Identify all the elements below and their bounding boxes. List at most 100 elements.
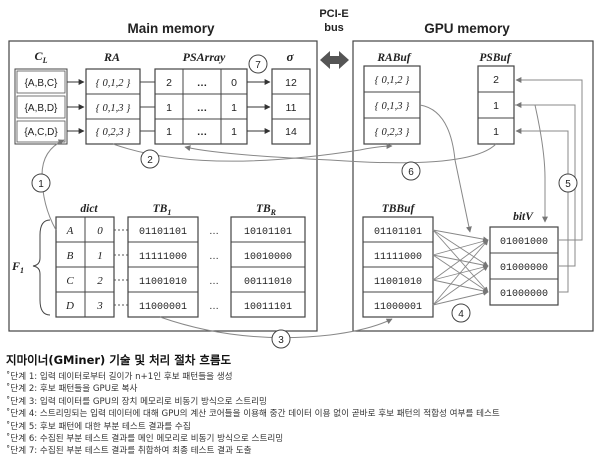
psbuf-cell: 1 — [493, 126, 499, 138]
ra-cell: { 0,2,3 } — [96, 127, 131, 138]
tbbuf-to-bitv-arrows — [432, 229, 489, 306]
psarray-cell: 2 — [166, 77, 172, 89]
gpu-memory-box — [352, 40, 594, 332]
sigma-column: 12 11 14 — [271, 68, 311, 145]
ra-column: { 0,1,2 } { 0,1,3 } { 0,2,3 } — [85, 68, 141, 145]
psarray-cell: 0 — [231, 77, 237, 89]
header-tbbuf: TBBuf — [382, 203, 416, 215]
dict-value: 2 — [97, 275, 103, 287]
tbr-table: 10101101 10010000 00111010 10011101 — [230, 216, 306, 318]
cl-cell: {A,C,D} — [24, 127, 58, 138]
tb-ellipsis: … — [209, 251, 219, 262]
rabuf-cell: { 0,1,2 } — [375, 75, 410, 86]
tb-ellipsis: … — [209, 226, 219, 237]
pcie-bus-label-line2: bus — [324, 22, 344, 34]
dict-key: D — [65, 300, 74, 312]
bitv-cell: 01001000 — [500, 237, 548, 248]
rabuf-to-bitv-arrow — [419, 104, 472, 233]
caption-step: ˚단계 2: 후보 패턴들을 GPU로 복사 — [6, 384, 138, 395]
tbbuf-cell: 11000001 — [374, 302, 422, 313]
psarray-cell: 1 — [166, 102, 172, 114]
svg-text:2: 2 — [147, 155, 153, 166]
cl-cell: {A,B,D} — [25, 103, 58, 114]
f1-bracket — [32, 219, 51, 316]
dict-value: 0 — [97, 225, 103, 237]
tb1-cell: 01101101 — [139, 227, 187, 238]
rabuf-cell: { 0,2,3 } — [375, 127, 410, 138]
pcie-bus-arrow-icon — [320, 51, 349, 69]
caption-step: ˚단계 4: 스트리밍되는 입력 데이터에 대해 GPU의 계산 코어들을 이용… — [6, 409, 500, 420]
sigma-cell: 11 — [286, 102, 297, 114]
cl-cell: {A,B,C} — [25, 78, 58, 89]
svg-text:4: 4 — [458, 309, 464, 320]
rabuf-cell: { 0,1,3 } — [375, 101, 410, 112]
svg-text:3: 3 — [278, 335, 284, 346]
main-memory-title: Main memory — [127, 21, 215, 36]
header-dict: dict — [80, 203, 98, 215]
collect-arrow — [515, 77, 583, 241]
header-tbr: TBR — [256, 203, 277, 217]
tb-to-tbbuf-arrow — [159, 316, 393, 339]
caption-step: ˚단계 5: 후보 패턴에 대한 부분 테스트 결과를 수집 — [6, 421, 191, 432]
pcie-bus-label-line1: PCI-E — [319, 8, 348, 20]
bitv-cell: 01000000 — [500, 289, 548, 300]
ra-cell: { 0,1,2 } — [96, 78, 131, 89]
gminer-diagram: Main memory GPU memory PCI-E bus CL RA P… — [8, 8, 594, 349]
main-memory-box — [8, 40, 318, 332]
psbuf-to-bitv-arrow — [514, 104, 548, 223]
tb1-table: 01101101 11111000 11001010 11000001 — [127, 216, 199, 318]
step-marker-3: 3 — [271, 329, 291, 349]
tbr-cell: 00111010 — [244, 277, 292, 288]
tbbuf-column: 01101101 11111000 11001010 11000001 — [362, 216, 434, 318]
svg-text:6: 6 — [408, 167, 414, 178]
tbr-cell: 10101101 — [244, 227, 292, 238]
gpu-memory-title: GPU memory — [424, 21, 510, 36]
caption-title: 지마이너(GMiner) 기술 및 처리 절차 흐름도 — [6, 353, 232, 367]
psarray-ellipsis: … — [197, 126, 208, 138]
dict-key: A — [66, 225, 74, 237]
step-marker-5: 5 — [558, 173, 578, 193]
ra-cell: { 0,1,3 } — [96, 103, 131, 114]
tbbuf-cell: 11001010 — [374, 277, 422, 288]
tbr-cell: 10010000 — [244, 252, 292, 263]
psbuf-cell: 1 — [493, 100, 499, 112]
psbuf-to-psarray-arrow — [184, 143, 497, 164]
tb1-cell: 11001010 — [139, 277, 187, 288]
bitv-column: 01001000 01000000 01000000 — [489, 226, 559, 306]
sigma-cell: 12 — [285, 77, 297, 89]
psbuf-column: 2 1 1 — [477, 65, 515, 145]
psarray-ellipsis: … — [197, 102, 208, 114]
tb1-cell: 11000001 — [139, 302, 187, 313]
header-cl: CL — [35, 49, 48, 65]
tb-ellipsis: … — [209, 301, 219, 312]
bitv-cell: 01000000 — [500, 263, 548, 274]
tb-ellipsis: … — [209, 276, 219, 287]
header-sigma: σ — [286, 49, 294, 64]
caption-step: ˚단계 3: 입력 데이터를 GPU의 장치 메모리로 비동기 방식으로 스트리… — [6, 396, 267, 407]
psarray-ellipsis: … — [197, 77, 208, 89]
dict-table: A 0 B 1 C 2 D 3 — [55, 216, 115, 318]
step-marker-6: 6 — [401, 161, 421, 181]
header-psbuf: PSBuf — [479, 52, 511, 64]
psbuf-cell: 2 — [493, 74, 499, 86]
svg-text:5: 5 — [565, 179, 571, 190]
psarray-cell: 1 — [231, 102, 237, 114]
step-marker-2: 2 — [140, 149, 160, 169]
header-bitv: bitV — [513, 211, 534, 223]
collect-arrow — [515, 128, 569, 293]
psarray-column: 2 … 0 1 … 1 1 … 1 — [154, 68, 248, 145]
dict-value: 1 — [97, 250, 103, 262]
sigma-cell: 14 — [285, 126, 297, 138]
header-tb1: TB1 — [153, 203, 172, 217]
tbbuf-cell: 11111000 — [374, 252, 422, 263]
f1-label: F1 — [11, 259, 24, 275]
caption: 지마이너(GMiner) 기술 및 처리 절차 흐름도 ˚단계 1: 입력 데이… — [6, 352, 596, 458]
cl-column: {A,B,C} {A,B,D} {A,C,D} — [14, 68, 68, 145]
caption-step: ˚단계 7: 수집된 부분 테스트 결과를 취합하여 최종 테스트 결과 도출 — [6, 446, 252, 457]
psarray-cell: 1 — [231, 126, 237, 138]
header-ra: RA — [103, 50, 120, 64]
rabuf-column: { 0,1,2 } { 0,1,3 } { 0,2,3 } — [363, 65, 421, 145]
header-rabuf: RABuf — [376, 52, 411, 64]
svg-text:1: 1 — [38, 179, 44, 190]
dict-value: 3 — [96, 300, 103, 312]
